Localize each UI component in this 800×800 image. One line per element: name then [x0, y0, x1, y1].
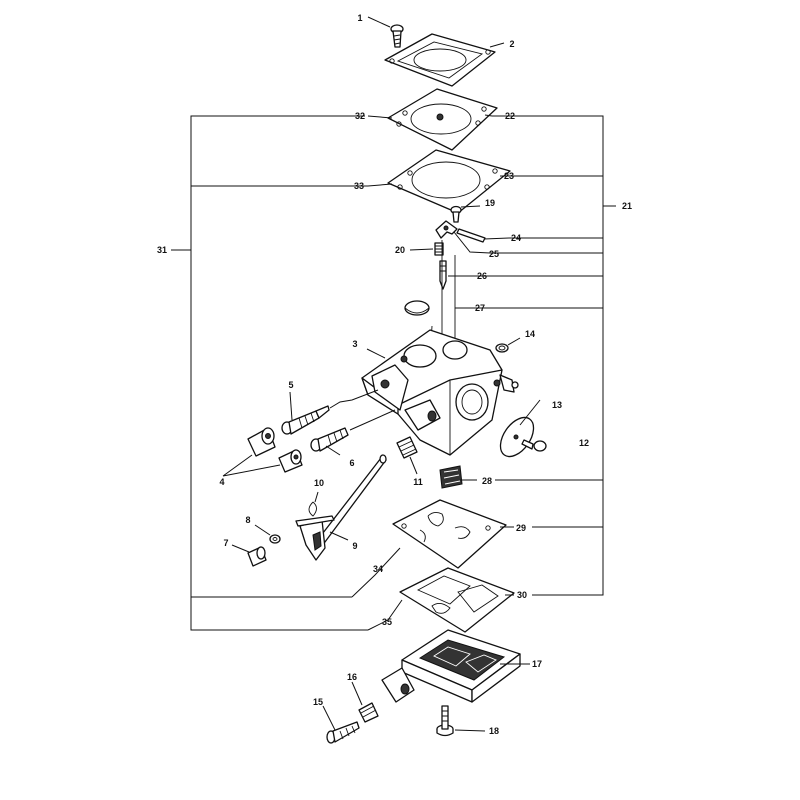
part-4-limiter-cap-upper [247, 427, 276, 457]
callout-35: 35 [382, 617, 392, 627]
callout-5: 5 [288, 380, 293, 390]
callout-8: 8 [245, 515, 250, 525]
part-1-screw [390, 24, 404, 48]
bracket-31 [171, 115, 368, 631]
part-19-screw [450, 205, 462, 223]
part-14-clip [495, 343, 509, 353]
callout-21: 21 [622, 201, 632, 211]
part-8-washer [269, 534, 281, 544]
part-24-pin [456, 228, 486, 243]
callout-31: 31 [157, 245, 167, 255]
part-18-screw [436, 705, 454, 737]
callout-4: 4 [219, 477, 224, 487]
callout-33: 33 [354, 181, 364, 191]
part-28-filter-screen [439, 465, 463, 489]
callout-13: 13 [552, 400, 562, 410]
callout-32: 32 [355, 111, 365, 121]
part-23-gasket [387, 149, 511, 214]
part-7-cap [247, 546, 267, 567]
part-6-adjusting-screw [310, 409, 396, 452]
part-2-cover-plate [384, 33, 496, 87]
callout-3: 3 [352, 339, 357, 349]
callout-27: 27 [475, 303, 485, 313]
callout-30: 30 [517, 590, 527, 600]
part-4-limiter-cap-lower [278, 449, 303, 473]
callout-20: 20 [395, 245, 405, 255]
part-9-throttle-shaft [295, 454, 387, 561]
part-10-spring [308, 501, 317, 517]
callout-7: 7 [223, 538, 228, 548]
callout-34: 34 [373, 564, 383, 574]
part-15-screw [326, 721, 360, 744]
callout-24: 24 [511, 233, 521, 243]
callout-labels: 1 2 22 32 33 23 19 21 24 25 20 31 26 27 … [157, 13, 632, 736]
part-5-adjusting-screw [281, 389, 379, 435]
leader-lines [222, 16, 541, 732]
part-27-disc [404, 300, 430, 316]
callout-6: 6 [349, 458, 354, 468]
callout-23: 23 [504, 171, 514, 181]
part-29-metering-diaphragm [392, 499, 507, 569]
callout-12: 12 [579, 438, 589, 448]
part-11-spring [396, 436, 418, 459]
part-3-carburetor-body [361, 329, 519, 456]
callout-29: 29 [516, 523, 526, 533]
callout-9: 9 [352, 541, 357, 551]
callout-16: 16 [347, 672, 357, 682]
callout-19: 19 [485, 198, 495, 208]
part-17-metering-cover [381, 629, 521, 703]
callout-1: 1 [357, 13, 362, 23]
part-12-screw [521, 439, 547, 452]
bracket-21 [490, 115, 616, 596]
callout-22: 22 [505, 111, 515, 121]
callout-18: 18 [489, 726, 499, 736]
part-30-gasket [399, 567, 515, 633]
callout-25: 25 [489, 249, 499, 259]
part-26-needle [439, 260, 447, 290]
part-25-lever [435, 220, 458, 239]
part-13-throttle-disc [499, 416, 535, 458]
callout-10: 10 [314, 478, 324, 488]
callout-11: 11 [413, 477, 423, 487]
callout-26: 26 [477, 271, 487, 281]
callout-14: 14 [525, 329, 535, 339]
part-22-diaphragm [387, 88, 498, 151]
callout-17: 17 [532, 659, 542, 669]
callout-15: 15 [313, 697, 323, 707]
part-16-spring [358, 702, 379, 723]
callout-2: 2 [509, 39, 514, 49]
callout-28: 28 [482, 476, 492, 486]
